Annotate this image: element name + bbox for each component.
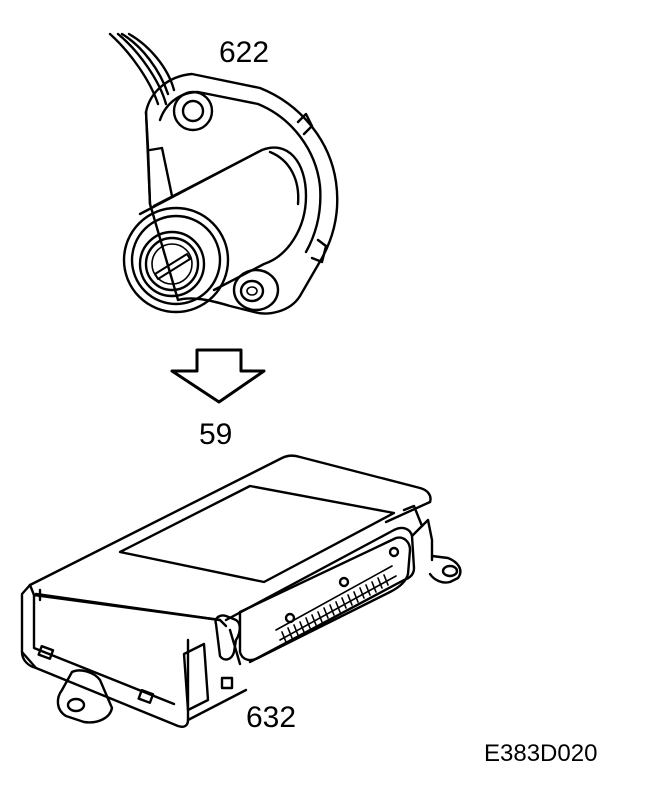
- front-slot-left: [37, 644, 55, 660]
- ignition-switch-part: [108, 32, 339, 315]
- connector-plug: [238, 536, 412, 662]
- connector-housing: [224, 526, 416, 664]
- lock-face-outer: [122, 206, 230, 314]
- part-number-622-label: 622: [219, 36, 270, 69]
- connector-latch: [214, 614, 241, 661]
- mount-foot-left: [56, 669, 114, 724]
- module-front-face: [20, 583, 190, 728]
- part-number-632-label: 632: [246, 701, 297, 734]
- front-slot-right: [137, 688, 155, 704]
- connector-pins: [275, 565, 397, 643]
- wire-harness: [108, 32, 176, 106]
- switch-housing: [144, 72, 339, 315]
- mount-ear-top: [172, 90, 214, 132]
- mount-foot-right: [428, 554, 462, 584]
- module-top-face: [28, 454, 432, 587]
- mount-ear-bottom: [232, 268, 280, 312]
- label-recess: [118, 484, 396, 584]
- key-slot: [154, 253, 191, 280]
- control-module-part: [20, 454, 462, 728]
- figure-code-label: E383D020: [484, 740, 598, 767]
- lock-barrel: [138, 146, 308, 292]
- lock-face-ring: [138, 230, 206, 298]
- down-arrow: [170, 348, 266, 404]
- reference-number-59-label: 59: [199, 418, 233, 451]
